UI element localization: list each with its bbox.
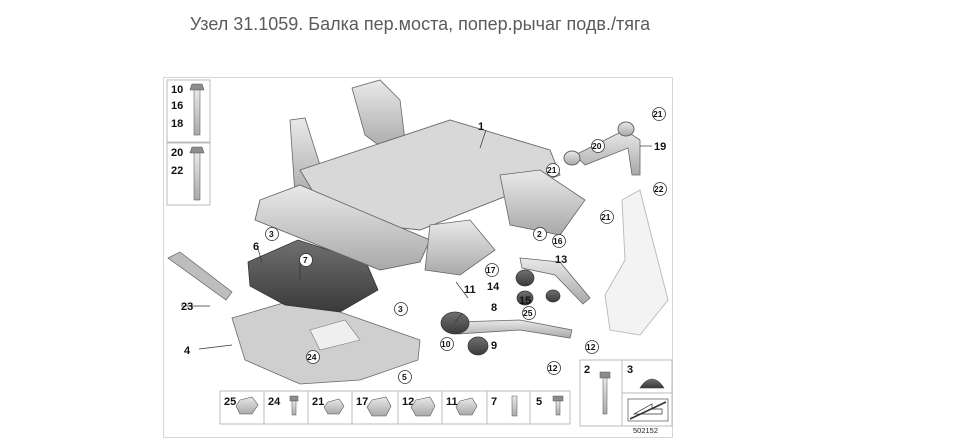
nut-icon-21 — [323, 398, 345, 415]
callout-2: 2 — [537, 229, 542, 239]
strip-label-5: 5 — [536, 396, 542, 408]
callout-12a: 12 — [548, 363, 558, 373]
panel-label-2: 2 — [584, 364, 590, 376]
nut-icon-11 — [455, 397, 478, 416]
page-title: Узел 31.1059. Балка пер.моста, попер.рыч… — [189, 14, 651, 34]
strip-label-21: 21 — [312, 396, 324, 408]
callout-19: 19 — [654, 141, 666, 153]
nut-icon-12 — [410, 396, 436, 417]
callout-21a: 21 — [653, 109, 663, 119]
callout-3b: 3 — [398, 304, 403, 314]
callout-14: 14 — [487, 281, 500, 293]
callout-1: 1 — [478, 121, 484, 133]
callout-3a: 3 — [269, 229, 274, 239]
panel-label-16: 16 — [171, 100, 183, 112]
callouts: 1 2 3 3 4 5 6 7 8 9 10 11 12 12 13 14 15… — [181, 107, 667, 384]
long-bolt-icon-2 — [189, 146, 205, 201]
callout-6: 6 — [253, 241, 259, 253]
callout-16: 16 — [553, 236, 563, 246]
front-axle-subframe — [254, 79, 586, 276]
callout-22: 22 — [654, 184, 664, 194]
callout-25: 25 — [523, 308, 533, 318]
callout-24: 24 — [307, 352, 317, 362]
callout-11: 11 — [464, 284, 476, 296]
steering-knuckle — [604, 189, 669, 336]
callout-10: 10 — [441, 339, 451, 349]
bolt-icon-5 — [552, 395, 564, 416]
clip-icon-7 — [511, 395, 518, 417]
callout-13: 13 — [555, 254, 567, 266]
strip-label-17: 17 — [356, 396, 368, 408]
callout-23: 23 — [181, 301, 193, 313]
callout-4: 4 — [184, 345, 191, 357]
long-bolt-icon — [189, 83, 205, 136]
callout-9: 9 — [491, 340, 497, 352]
callout-21b: 21 — [547, 165, 557, 175]
hardware-strip: 25 24 21 17 12 11 7 5 — [219, 390, 571, 425]
callout-21c: 21 — [601, 212, 611, 222]
strip-label-7: 7 — [491, 396, 497, 408]
control-arms — [440, 257, 591, 356]
nut-icon-17 — [366, 396, 392, 417]
callout-8: 8 — [491, 302, 497, 314]
callout-12b: 12 — [586, 342, 596, 352]
panel-label-3: 3 — [627, 364, 633, 376]
panel-label-18: 18 — [171, 118, 183, 130]
bolt-icon-2 — [599, 371, 611, 415]
panel-label-22: 22 — [171, 165, 183, 177]
strip-label-12: 12 — [402, 396, 414, 408]
bolt-icon-24 — [289, 395, 299, 416]
diagram-id: 502152 — [633, 426, 658, 435]
left-bolt-panel: 10 16 18 20 22 — [166, 79, 211, 206]
panel-label-10: 10 — [171, 84, 183, 96]
right-part-panel: 2 3 — [579, 359, 673, 427]
callout-20: 20 — [592, 141, 602, 151]
flange-nut-icon — [235, 396, 259, 415]
strip-label-11: 11 — [446, 396, 458, 408]
callout-5: 5 — [402, 372, 407, 382]
callout-15: 15 — [519, 295, 531, 307]
panel-label-20: 20 — [171, 147, 183, 159]
callout-7: 7 — [303, 255, 308, 265]
strip-label-24: 24 — [268, 396, 281, 408]
shield-plate — [247, 239, 379, 313]
arrow-icon — [627, 398, 669, 422]
upper-wishbone — [563, 121, 641, 176]
underbody-shield — [167, 251, 421, 385]
callout-17: 17 — [486, 265, 496, 275]
cap-icon-3 — [639, 378, 665, 389]
strip-label-25: 25 — [224, 396, 236, 408]
